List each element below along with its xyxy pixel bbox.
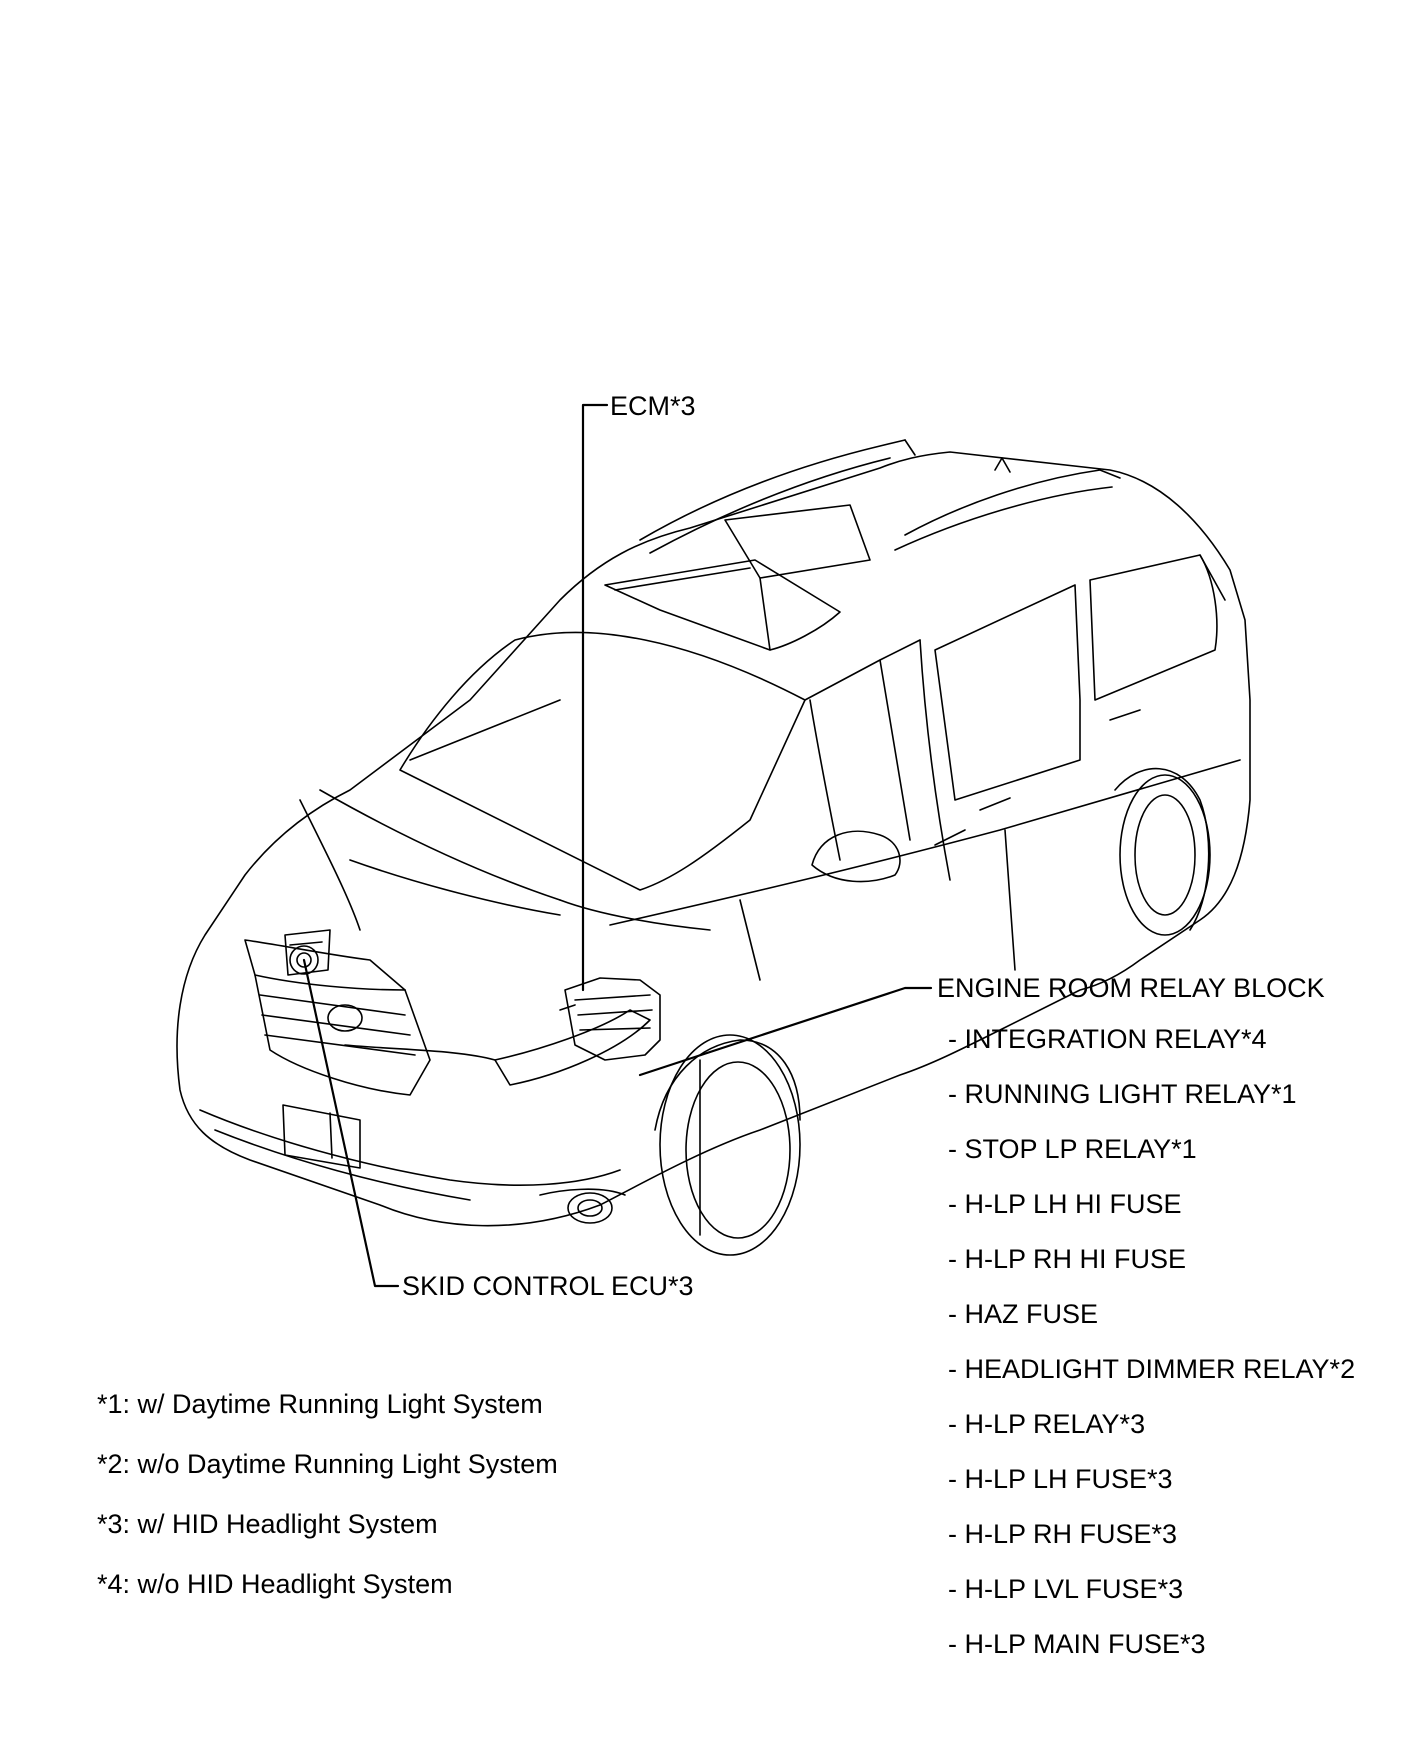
footnote: *4: w/o HID Headlight System xyxy=(97,1569,453,1599)
relay-block-item: - H-LP RH FUSE*3 xyxy=(948,1519,1178,1549)
vehicle-body xyxy=(176,439,1251,1256)
relay-block-item: - RUNNING LIGHT RELAY*1 xyxy=(948,1079,1297,1109)
leader-lines xyxy=(302,403,933,1288)
relay-block-component xyxy=(284,929,331,976)
engine-room-relay-block-label: ENGINE ROOM RELAY BLOCK xyxy=(937,973,1325,1003)
relay-block-item: - STOP LP RELAY*1 xyxy=(948,1134,1197,1164)
footnote: *2: w/o Daytime Running Light System xyxy=(97,1449,558,1479)
footnote-list: *1: w/ Daytime Running Light System *2: … xyxy=(97,1388,558,1628)
ecm-label: ECM*3 xyxy=(610,391,696,421)
relay-block-item: - H-LP LH HI FUSE xyxy=(948,1189,1182,1219)
footnote: *1: w/ Daytime Running Light System xyxy=(97,1389,543,1419)
footnote: *3: w/ HID Headlight System xyxy=(97,1509,438,1539)
relay-block-item: - H-LP LH FUSE*3 xyxy=(948,1464,1173,1494)
relay-block-item: - H-LP LVL FUSE*3 xyxy=(948,1574,1184,1604)
relay-block-item-list: - INTEGRATION RELAY*4 - RUNNING LIGHT RE… xyxy=(948,1023,1355,1683)
ecm-component xyxy=(559,977,661,1061)
relay-block-item: - HEADLIGHT DIMMER RELAY*2 xyxy=(948,1354,1356,1384)
relay-block-item: - H-LP RELAY*3 xyxy=(948,1409,1146,1439)
relay-block-item: - HAZ FUSE xyxy=(948,1299,1099,1329)
relay-block-item: - H-LP MAIN FUSE*3 xyxy=(948,1629,1206,1659)
skid-control-ecu-label: SKID CONTROL ECU*3 xyxy=(402,1271,694,1301)
relay-block-item: - H-LP RH HI FUSE xyxy=(948,1244,1187,1274)
relay-block-item: - INTEGRATION RELAY*4 xyxy=(948,1024,1267,1054)
